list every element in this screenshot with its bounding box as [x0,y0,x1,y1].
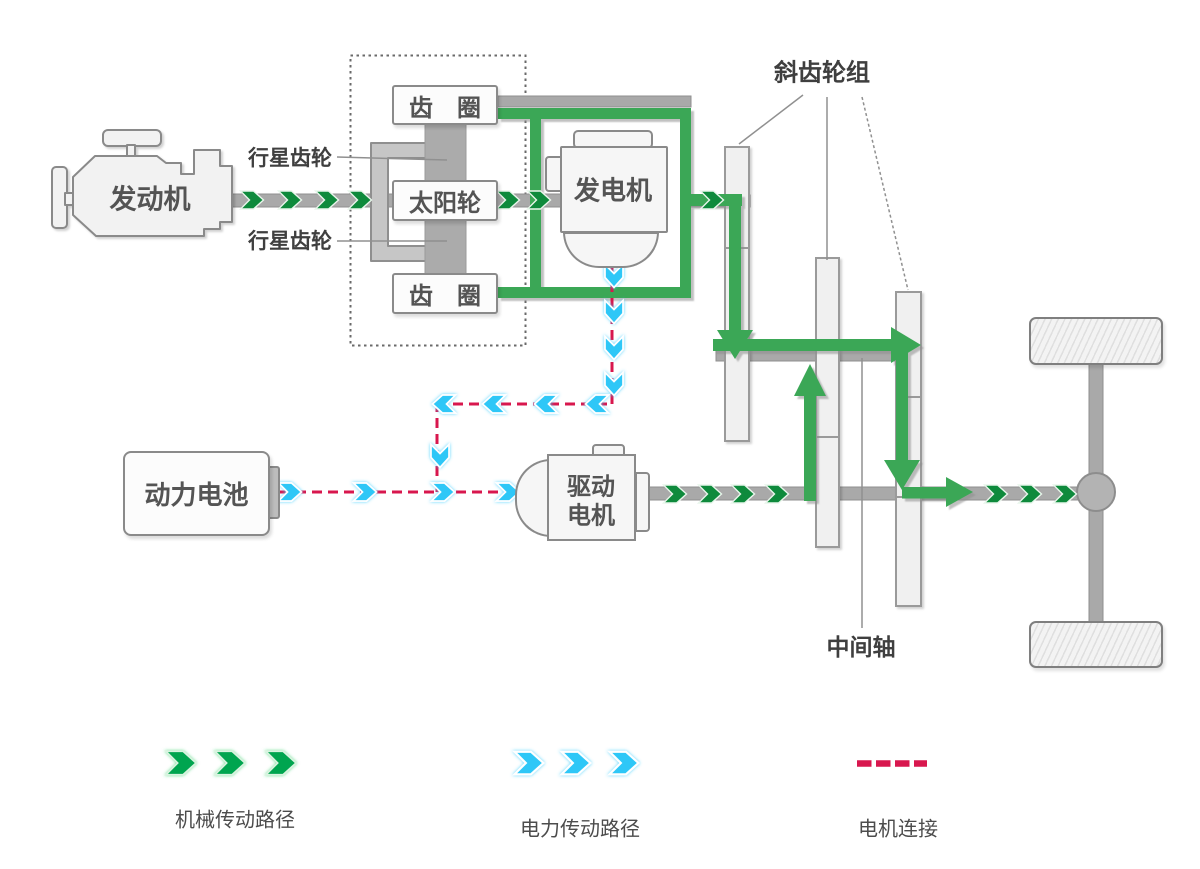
ring-gear-bottom-label: 齿 圈 [409,283,481,310]
mech-chevron-icon [165,750,197,776]
engine-label: 发动机 [109,184,191,215]
sun-gear-box: 太阳轮 [392,180,498,221]
legend-mechanical-label: 机械传动路径 [175,809,295,832]
down-arrow-icon [884,460,920,490]
elec-chevron-icon [604,371,624,397]
battery-box: 动力电池 [123,451,270,536]
elec-chevron-icon [430,443,450,469]
drive-motor-body [547,454,636,541]
motor-connection-lines [280,266,614,494]
generator-label: 发电机 [573,175,653,206]
sun-gear-label: 太阳轮 [409,190,481,217]
helical-gear-set-label: 斜齿轮组 [774,59,870,87]
elec-chevron-icon [513,750,545,776]
intermediate-shaft-label: 中间轴 [826,634,896,660]
planet-gear-bottom-label: 行星齿轮 [248,230,332,253]
engine-block [72,149,233,237]
battery-label: 动力电池 [144,480,249,510]
legend-mechanical-symbol [165,750,297,776]
generator-body [560,146,668,233]
ring-gear-bottom-box: 齿 圈 [392,273,498,314]
right-arrow-icon [946,477,973,507]
ring-gear-top-box: 齿 圈 [392,85,498,125]
elec-chevron-icon [604,335,624,361]
elec-chevron-icon [560,750,592,776]
annotation-leader-lines [336,94,909,628]
elec-chevron-icon [608,750,640,776]
elec-chevron-icon [430,482,456,502]
elec-chevron-icon [604,299,624,325]
wheel-top [1029,317,1163,365]
legend-electric-label: 电力传动路径 [520,818,640,841]
engine-valve-cover [102,129,162,147]
ring-gear-top-label: 齿 圈 [409,94,481,122]
drive-motor-label-line2: 电机 [567,502,615,530]
mech-chevron-icon [265,750,297,776]
drive-motor-tab [635,472,650,532]
elec-chevron-icon [352,482,378,502]
planet-gear-top-label: 行星齿轮 [248,147,332,170]
engine-shape [51,129,233,237]
legend-electric-symbol [513,750,640,776]
wheel-bottom [1029,621,1163,668]
mech-chevron-icon [214,750,246,776]
legend-connection-label: 电机连接 [858,818,938,841]
differential [1076,472,1116,512]
helical-gears [724,146,922,607]
up-arrow-icon [794,364,826,396]
helical-gear-2 [815,257,840,548]
drive-motor-label-line1: 驱动 [567,473,615,501]
